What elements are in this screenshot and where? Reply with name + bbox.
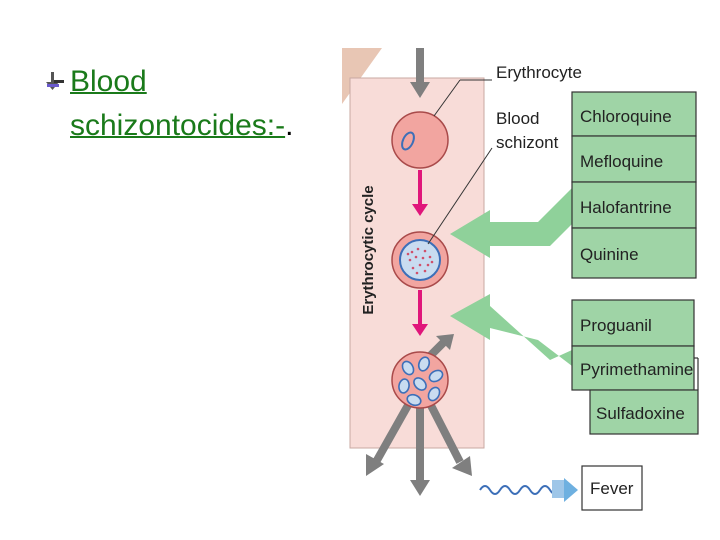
drug-label-halofantrine: Halofantrine [580,198,672,217]
drug-group-2: Proguanil Pyrimethamine Sulfadoxine [571,299,699,435]
erythrocytic-cycle-diagram: Erythrocytic cycle [342,48,699,511]
progression-arrow-2 [412,290,428,336]
drug-label-mefloquine: Mefloquine [580,152,663,171]
drug-label-proguanil: Proguanil [580,316,652,335]
bullet-text: Blood schizontocides:-. [70,60,293,148]
schizont-leader [427,147,493,245]
bullet-arrow-icon [46,72,64,90]
erythrocyte-label: Erythrocyte [496,63,582,82]
entry-arrow [410,48,430,98]
drug-label-quinine: Quinine [580,245,639,264]
fever-box [581,465,643,511]
drug-group-1: Chloroquine Mefloquine Halofantrine Quin… [571,91,697,279]
drug-box-proguanil [571,299,695,347]
blood-schizont-cell [391,231,449,289]
erythrocyte-leader [433,79,461,117]
drug-action-arrows [450,174,572,366]
drug-box-pyrimethamine [571,345,695,391]
drug-label-sulfadoxine: Sulfadoxine [596,404,685,423]
blood-link[interactable]: Blood [70,65,147,98]
drug-box-halofantrine [571,181,697,229]
drug-box-sulfadoxine [589,389,699,435]
fever-wave [479,478,578,502]
erythrocyte-cell [391,111,449,169]
progression-arrow-1 [412,170,428,216]
fever-label: Fever [590,479,634,498]
rupturing-cell [391,351,449,409]
cycle-label: Erythrocytic cycle [360,185,377,314]
schizont-label: schizont [496,133,559,152]
drug-box-chloroquine [571,91,697,137]
bullet-period: . [285,109,294,142]
schizontocides-link[interactable]: schizontocides:- [70,109,286,142]
drug-label-chloroquine: Chloroquine [580,107,672,126]
drug-box-mefloquine [571,135,697,183]
drug-label-pyrimethamine: Pyrimethamine [580,360,693,379]
blood-label: Blood [496,109,539,128]
drug-box-quinine [571,227,697,279]
